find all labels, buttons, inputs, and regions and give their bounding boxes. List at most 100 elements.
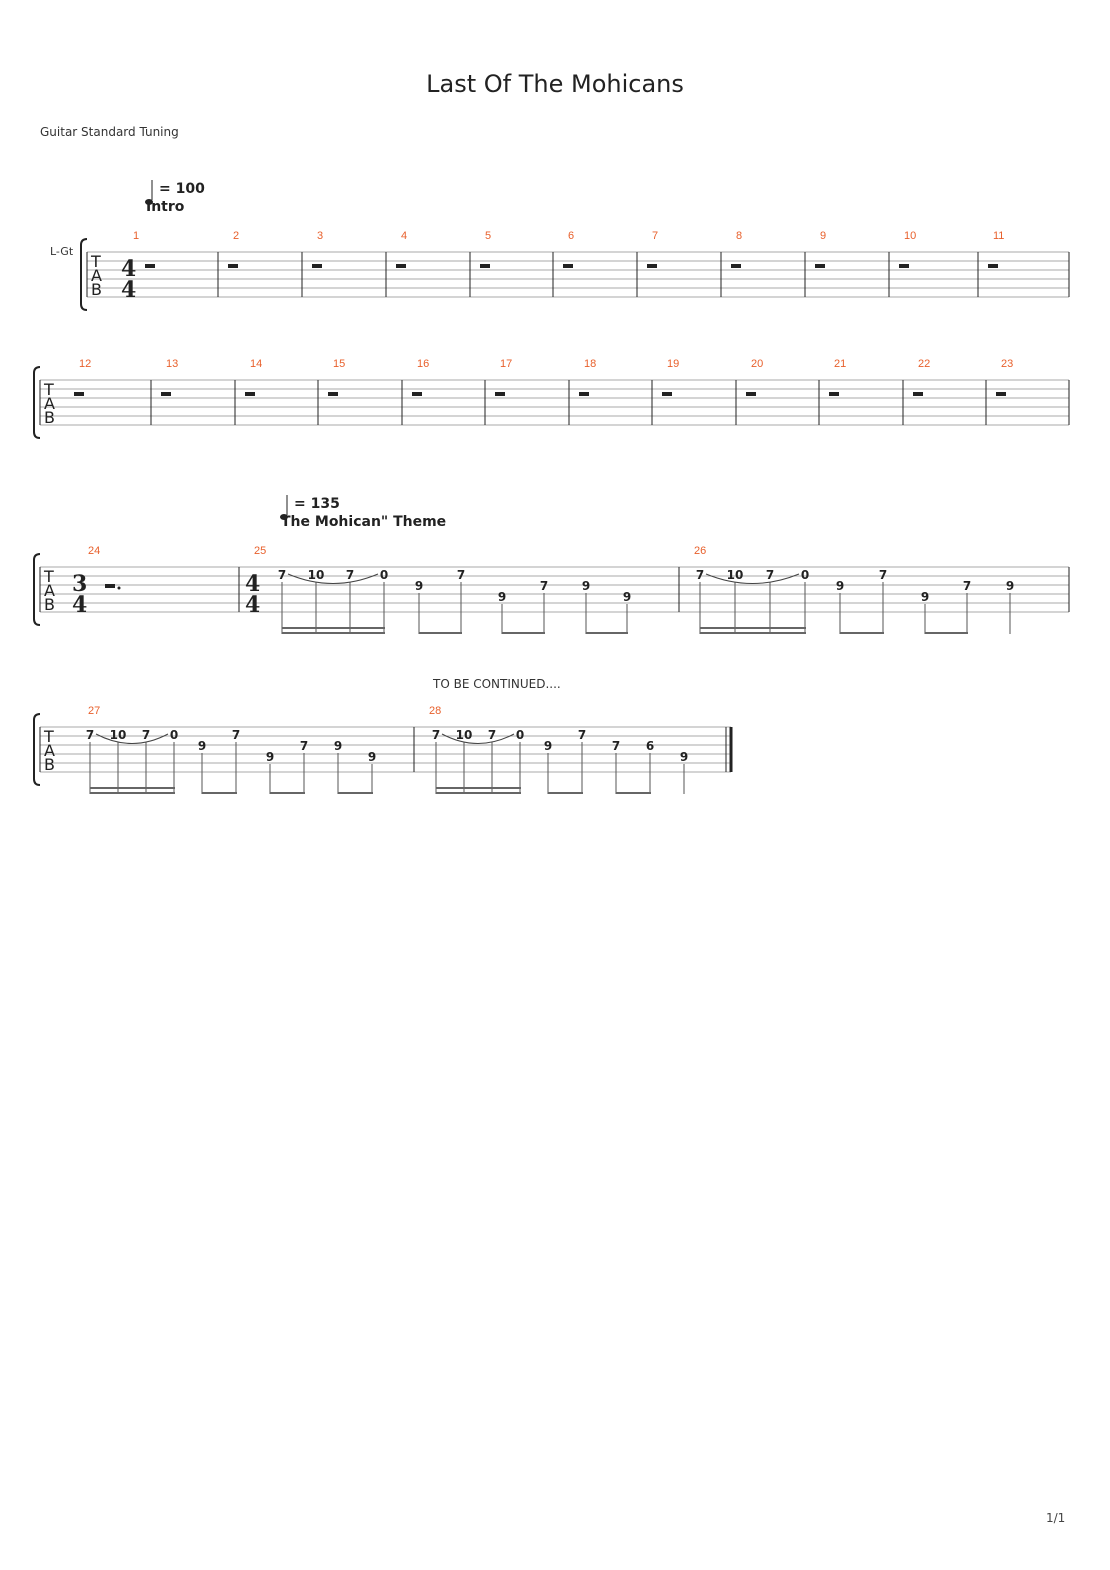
tab-clef-letter: T [43, 567, 54, 586]
half-rest [495, 392, 505, 396]
section-label: Intro [146, 199, 185, 215]
time-signature-bottom: 4 [72, 592, 87, 618]
eighth-beam [338, 792, 373, 794]
half-rest [746, 392, 756, 396]
fret-number: 6 [646, 739, 654, 753]
slur [705, 573, 800, 584]
fret-number: 9 [198, 739, 206, 753]
fret-number: 10 [110, 728, 127, 742]
half-rest [731, 264, 741, 268]
fret-number: 9 [1006, 579, 1014, 593]
quarter-note-head [145, 199, 153, 205]
tab-clef-letter: B [91, 280, 102, 299]
fret-number: 7 [963, 579, 971, 593]
half-rest [328, 392, 338, 396]
tab-clef-letter: A [91, 266, 102, 285]
half-rest [913, 392, 923, 396]
fret-number: 7 [346, 568, 354, 582]
eighth-beam [270, 792, 305, 794]
bar-number: 26 [694, 545, 706, 557]
sixteenth-beam [282, 632, 385, 634]
sixteenth-beam [90, 787, 175, 789]
half-rest [815, 264, 825, 268]
bar-number: 22 [918, 358, 930, 370]
fret-number: 7 [457, 568, 465, 582]
eighth-beam [502, 632, 545, 634]
tempo-bpm: = 135 [294, 496, 340, 512]
dotted-half-rest [105, 584, 115, 588]
time-signature-bottom: 4 [121, 277, 136, 303]
half-rest [228, 264, 238, 268]
bar-number: 5 [485, 230, 491, 242]
fret-number: 7 [232, 728, 240, 742]
half-rest [829, 392, 839, 396]
fret-number: 9 [921, 590, 929, 604]
half-rest [662, 392, 672, 396]
half-rest [647, 264, 657, 268]
fret-number: 9 [680, 750, 688, 764]
time-signature-top: 4 [121, 256, 136, 282]
eighth-beam [616, 792, 651, 794]
bar-number: 1 [133, 230, 139, 242]
bar-number: 28 [429, 705, 441, 717]
tab-clef-letter: B [44, 755, 55, 774]
to-be-continued-note: TO BE CONTINUED.... [433, 677, 561, 691]
bar-number: 6 [568, 230, 574, 242]
sixteenth-beam [436, 787, 521, 789]
half-rest [396, 264, 406, 268]
bar-number: 17 [500, 358, 512, 370]
half-rest [899, 264, 909, 268]
half-rest [161, 392, 171, 396]
fret-number: 9 [266, 750, 274, 764]
fret-number: 10 [456, 728, 473, 742]
song-title: Last Of The Mohicans [426, 70, 684, 98]
eighth-beam [548, 792, 583, 794]
bar-number: 15 [333, 358, 345, 370]
bar-number: 12 [79, 358, 91, 370]
sixteenth-beam [90, 792, 175, 794]
tab-clef-letter: B [44, 408, 55, 427]
bar-number: 18 [584, 358, 596, 370]
bar-number: 13 [166, 358, 178, 370]
fret-number: 9 [836, 579, 844, 593]
bar-number: 16 [417, 358, 429, 370]
bar-number: 19 [667, 358, 679, 370]
bar-number: 21 [834, 358, 846, 370]
section-label: The Mohican" Theme [281, 514, 446, 530]
tab-clef-letter: T [43, 380, 54, 399]
bar-number: 11 [993, 230, 1004, 242]
fret-number: 7 [540, 579, 548, 593]
bar-number: 23 [1001, 358, 1013, 370]
sixteenth-beam [700, 627, 806, 629]
sixteenth-beam [282, 627, 385, 629]
fret-number: 0 [170, 728, 178, 742]
half-rest [412, 392, 422, 396]
fret-number: 10 [308, 568, 325, 582]
half-rest [145, 264, 155, 268]
bar-number: 27 [88, 705, 100, 717]
fret-number: 9 [498, 590, 506, 604]
system-bracket [33, 553, 41, 626]
eighth-beam [840, 632, 884, 634]
half-rest [312, 264, 322, 268]
fret-number: 9 [623, 590, 631, 604]
fret-number: 9 [334, 739, 342, 753]
fret-number: 7 [488, 728, 496, 742]
half-rest [579, 392, 589, 396]
fret-number: 0 [801, 568, 809, 582]
fret-number: 0 [380, 568, 388, 582]
slur [287, 573, 379, 584]
fret-number: 7 [766, 568, 774, 582]
system-bracket [80, 238, 88, 311]
half-rest [988, 264, 998, 268]
half-rest [74, 392, 84, 396]
fret-number: 9 [368, 750, 376, 764]
system-bracket [33, 713, 41, 786]
tab-clef-letter: A [44, 581, 55, 600]
tab-clef-letter: A [44, 741, 55, 760]
bar-number: 10 [904, 230, 916, 242]
fret-number: 7 [696, 568, 704, 582]
quarter-note-head [280, 514, 288, 520]
tuning-label: Guitar Standard Tuning [40, 125, 179, 139]
